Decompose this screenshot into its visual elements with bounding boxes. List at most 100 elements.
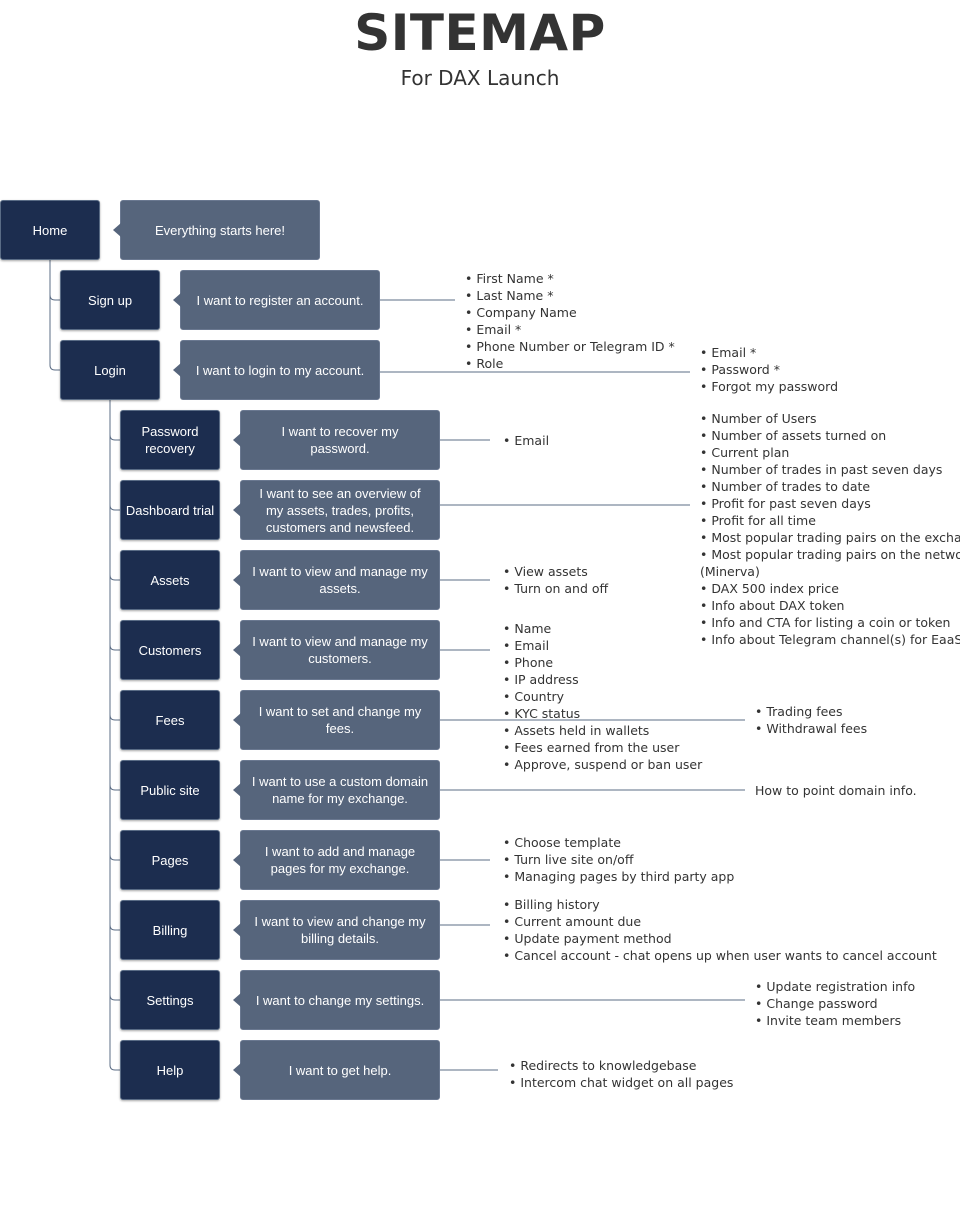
dashboard-metrics-item: Profit for past seven days [700, 495, 960, 512]
dashboard-metrics-item: Info about Telegram channel(s) for EaaS [700, 631, 960, 648]
assets-actions-item: View assets [503, 563, 608, 580]
connector-login-password-recovery [109, 400, 120, 441]
password-recovery-fields: Email [503, 432, 549, 449]
node-fees[interactable]: Fees [120, 690, 220, 750]
connector-login-assets [109, 400, 120, 581]
connector-login-fees [109, 400, 120, 721]
login-fields: Email *Password *Forgot my password [700, 344, 838, 395]
node-password-recovery[interactable]: Password recovery [120, 410, 220, 470]
customers-fields-item: Approve, suspend or ban user [503, 756, 702, 773]
connector-login-pages [109, 400, 120, 861]
node-help[interactable]: Help [120, 1040, 220, 1100]
customers-fields-item: Email [503, 637, 702, 654]
billing-actions-item: Update payment method [503, 930, 937, 947]
login-fields-item: Email * [700, 344, 838, 361]
connector-login-help [109, 400, 120, 1071]
customers-fields: NameEmailPhoneIP addressCountryKYC statu… [503, 620, 702, 773]
dashboard-metrics-item: DAX 500 index price [700, 580, 960, 597]
page-subtitle: For DAX Launch [400, 66, 560, 90]
assets-actions-item: Turn on and off [503, 580, 608, 597]
pages-actions-item: Turn live site on/off [503, 851, 734, 868]
callout-fees: I want to set and change my fees. [233, 690, 440, 750]
signup-fields-item: Phone Number or Telegram ID * [465, 338, 674, 355]
settings-actions-item: Update registration info [755, 978, 915, 995]
customers-fields-item: Assets held in wallets [503, 722, 702, 739]
callout-help: I want to get help. [233, 1040, 440, 1100]
signup-fields-item: First Name * [465, 270, 675, 287]
node-assets[interactable]: Assets [120, 550, 220, 610]
public-site-info: How to point domain info. [755, 783, 917, 798]
connector-login-customers [109, 400, 120, 651]
fees-types-item: Withdrawal fees [755, 720, 867, 737]
callout-sign-up: I want to register an account. [173, 270, 380, 330]
billing-actions-item: Billing history [503, 896, 937, 913]
node-customers[interactable]: Customers [120, 620, 220, 680]
fees-types-item: Trading fees [755, 703, 867, 720]
callout-password-recovery: I want to recover my password. [233, 410, 440, 470]
customers-fields-item: Country [503, 688, 702, 705]
callout-pages: I want to add and manage pages for my ex… [233, 830, 440, 890]
settings-actions-item: Change password [755, 995, 915, 1012]
pages-actions: Choose templateTurn live site on/offMana… [503, 834, 734, 885]
dashboard-metrics-item: Number of assets turned on [700, 427, 960, 444]
pages-actions-item: Choose template [503, 834, 734, 851]
dashboard-metrics: Number of UsersNumber of assets turned o… [700, 410, 960, 648]
signup-fields: First Name *Last Name *Company NameEmail… [465, 270, 675, 372]
signup-fields-item: Company Name [465, 304, 675, 321]
dashboard-metrics-item: Current plan [700, 444, 960, 461]
dashboard-metrics-item: Info and CTA for listing a coin or token [700, 614, 960, 631]
node-dashboard-trial[interactable]: Dashboard trial [120, 480, 220, 540]
node-settings[interactable]: Settings [120, 970, 220, 1030]
callout-billing: I want to view and change my billing det… [233, 900, 440, 960]
callout-settings: I want to change my settings. [233, 970, 440, 1030]
dashboard-metrics-item: Number of trades to date [700, 478, 960, 495]
node-login[interactable]: Login [60, 340, 160, 400]
login-fields-item: Forgot my password [700, 378, 838, 395]
billing-actions: Billing historyCurrent amount dueUpdate … [503, 896, 937, 964]
signup-fields-item: Last Name * [465, 287, 675, 304]
help-resources-item: Intercom chat widget on all pages [509, 1074, 733, 1091]
node-home[interactable]: Home [0, 200, 100, 260]
login-fields-item: Password * [700, 361, 838, 378]
connector-login-dashboard-trial [109, 400, 120, 511]
customers-fields-item: IP address [503, 671, 702, 688]
connector-login-public-site [109, 400, 120, 791]
dashboard-metrics-item: Number of trades in past seven days [700, 461, 960, 478]
dashboard-metrics-item: Number of Users [700, 410, 960, 427]
customers-fields-item: Name [503, 620, 702, 637]
settings-actions-item: Invite team members [755, 1012, 915, 1029]
help-resources: Redirects to knowledgebaseIntercom chat … [509, 1057, 733, 1091]
assets-actions: View assetsTurn on and off [503, 563, 608, 597]
dashboard-metrics-item: (Minerva) [700, 564, 760, 579]
signup-fields-item: Email * [465, 321, 675, 338]
page-title: SITEMAP [354, 4, 606, 62]
callout-login: I want to login to my account. [173, 340, 380, 400]
customers-fields-item: KYC status [503, 705, 702, 722]
dashboard-metrics-item: Most popular trading pairs on the exchan… [700, 529, 960, 546]
dashboard-metrics-item: Profit for all time [700, 512, 960, 529]
connector-login-billing [109, 400, 120, 931]
callout-public-site: I want to use a custom domain name for m… [233, 760, 440, 820]
callout-customers: I want to view and manage my customers. [233, 620, 440, 680]
fees-types: Trading feesWithdrawal fees [755, 703, 867, 737]
customers-fields-item: Fees earned from the user [503, 739, 702, 756]
connector-login-settings [109, 400, 120, 1001]
callout-home: Everything starts here! [113, 200, 320, 260]
node-pages[interactable]: Pages [120, 830, 220, 890]
billing-actions-item: Cancel account - chat opens up when user… [503, 947, 936, 964]
callout-dashboard-trial: I want to see an overview of my assets, … [233, 480, 440, 540]
callout-assets: I want to view and manage my assets. [233, 550, 440, 610]
node-public-site[interactable]: Public site [120, 760, 220, 820]
connector-home-login [49, 260, 60, 371]
billing-actions-item: Current amount due [503, 913, 937, 930]
node-billing[interactable]: Billing [120, 900, 220, 960]
node-sign-up[interactable]: Sign up [60, 270, 160, 330]
help-resources-item: Redirects to knowledgebase [509, 1057, 733, 1074]
dashboard-metrics-item: Info about DAX token [700, 597, 960, 614]
password-recovery-fields-item: Email [503, 432, 549, 449]
signup-fields-item: Role [465, 355, 675, 372]
connector-home-signup [49, 260, 60, 301]
pages-actions-item: Managing pages by third party app [503, 868, 734, 885]
customers-fields-item: Phone [503, 654, 702, 671]
settings-actions: Update registration infoChange passwordI… [755, 978, 915, 1029]
